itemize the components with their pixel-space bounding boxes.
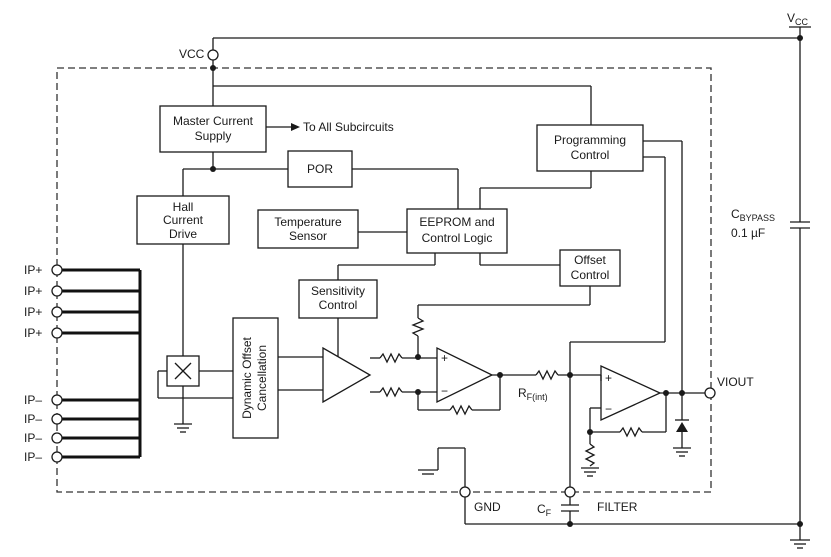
temp-line1: Temperature (274, 215, 342, 229)
svg-text:−: − (441, 384, 448, 398)
zener-diode-icon (676, 422, 688, 432)
vcc-rail (207, 26, 811, 125)
eeprom-line1: EEPROM and (419, 215, 494, 229)
rf-int-label: RF(int) (518, 386, 548, 402)
offset-line1: Offset (574, 253, 606, 267)
ip-minus-1: IP– (24, 393, 42, 407)
offset-resistor (411, 317, 425, 337)
gnd-node (418, 447, 800, 525)
filter-pin (564, 486, 576, 498)
hall-line3: Drive (169, 227, 197, 241)
hall-current-drive-block (136, 195, 230, 245)
filter-label: FILTER (597, 500, 638, 514)
master-line1: Master Current (173, 114, 254, 128)
hall-line1: Hall (173, 200, 194, 214)
sens-line1: Sensitivity (311, 284, 365, 298)
programming-control-block (536, 124, 644, 172)
opamp-1 (436, 346, 494, 404)
gnd-pin (459, 486, 471, 498)
dynamic-offset-cancellation-block (232, 317, 279, 439)
prog-line1: Programming (554, 133, 626, 147)
vcc-pin (207, 49, 219, 61)
offset-control-block (559, 249, 621, 287)
ip-plus-2: IP+ (24, 284, 42, 298)
ip-minus-pins (51, 394, 140, 463)
temperature-sensor-block (257, 209, 359, 249)
dyn-line2: Cancellation (255, 345, 269, 411)
sensitivity-control-block (298, 279, 378, 319)
filter-node (561, 486, 579, 527)
por-label: POR (307, 162, 333, 176)
dyn-line1: Dynamic Offset (240, 336, 254, 418)
gnd-label: GND (474, 500, 501, 514)
svg-text:+: + (605, 371, 612, 385)
ip-minus-4: IP– (24, 450, 42, 464)
cf-label: CF (537, 502, 552, 518)
ip-minus-3: IP– (24, 431, 42, 445)
ip-plus-3: IP+ (24, 305, 42, 319)
cbypass-label: CBYPASS (731, 207, 775, 223)
ip-minus-2: IP– (24, 412, 42, 426)
cbypass-value: 0.1 µF (731, 226, 765, 240)
vcc-top-label: VCC (787, 11, 809, 27)
ip-plus-1: IP+ (24, 263, 42, 277)
temp-line2: Sensor (289, 229, 327, 243)
por-block (287, 150, 353, 188)
eeprom-control-logic-block (406, 208, 508, 254)
viout-label: VIOUT (717, 375, 754, 389)
vcc-pin-label: VCC (179, 47, 205, 61)
arrow-icon (291, 123, 300, 131)
to-all-subcircuits-label: To All Subcircuits (303, 120, 394, 134)
opamp-2 (600, 364, 662, 422)
ip-plus-pins (51, 264, 142, 457)
ip-plus-4: IP+ (24, 326, 42, 340)
master-line2: Supply (195, 129, 232, 143)
viout-pin (704, 387, 716, 399)
svg-text:−: − (605, 402, 612, 416)
preamp-triangle (322, 346, 372, 404)
sens-line2: Control (319, 298, 358, 312)
eeprom-line2: Control Logic (422, 231, 493, 245)
rf-int-resistor (535, 369, 559, 381)
offset-line2: Control (571, 268, 610, 282)
hall-line2: Current (163, 213, 204, 227)
cbypass-capacitor (790, 38, 810, 549)
svg-text:+: + (441, 351, 448, 365)
prog-line2: Control (571, 148, 610, 162)
vcc-node (210, 65, 216, 71)
